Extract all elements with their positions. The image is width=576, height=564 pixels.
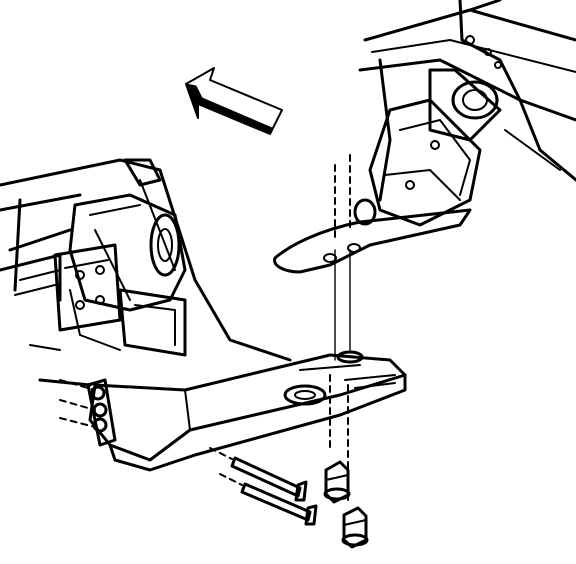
left-frame-rail xyxy=(0,158,292,362)
body-outline-left xyxy=(13,198,92,387)
direction-arrow-icon xyxy=(185,67,283,135)
long-bolt-lower xyxy=(219,473,318,526)
crossmember xyxy=(88,350,407,472)
right-frame-rail xyxy=(358,0,576,182)
long-bolt-upper xyxy=(209,447,308,502)
flange-nut-upper xyxy=(323,460,351,504)
left-frame-plate xyxy=(53,243,187,357)
crossmember-left-end xyxy=(59,378,117,447)
alignment-guides xyxy=(329,154,351,501)
right-bracket-flange xyxy=(273,198,472,274)
flange-nut-lower xyxy=(341,506,369,549)
